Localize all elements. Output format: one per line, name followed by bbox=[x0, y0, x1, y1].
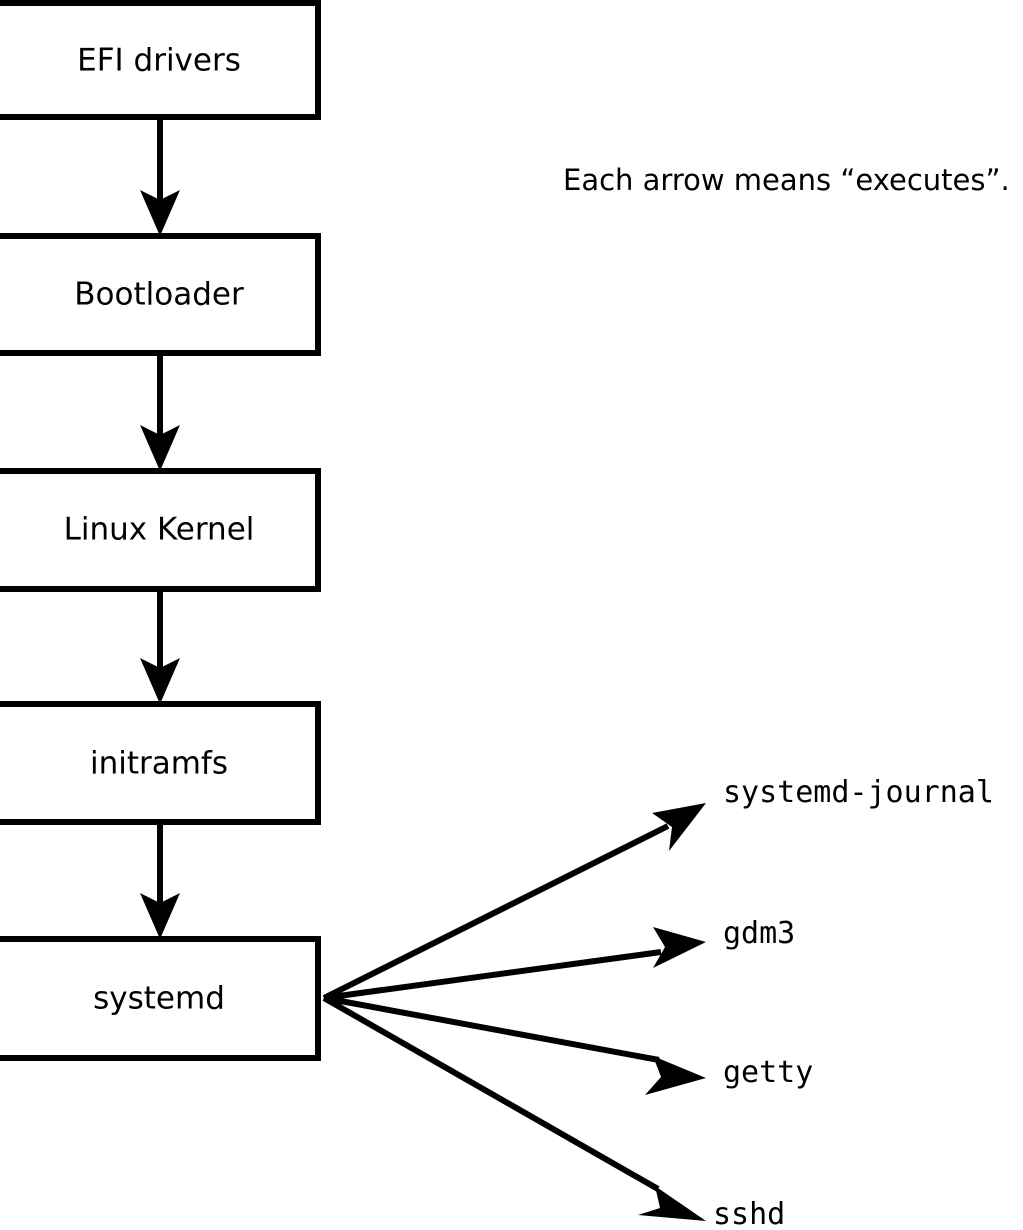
service-arrow-gdm3 bbox=[323, 927, 706, 1001]
arrow-shaft bbox=[323, 949, 662, 1001]
arrow-head-icon bbox=[140, 658, 180, 704]
box-label-bootloader: Bootloader bbox=[74, 277, 244, 313]
arrow-shaft bbox=[322, 995, 660, 1192]
arrow-head-icon bbox=[140, 190, 180, 236]
diagram-caption: Each arrow means “executes”. bbox=[563, 163, 1010, 197]
boot-chain-boxes: EFI drivers Bootloader Linux Kernel init… bbox=[0, 0, 321, 1061]
service-arrow-systemd-journal bbox=[322, 803, 706, 1001]
box-linux-kernel[interactable]: Linux Kernel bbox=[0, 468, 321, 592]
service-label-systemd-journal: systemd-journal bbox=[723, 775, 994, 810]
service-label-gdm3: gdm3 bbox=[723, 916, 795, 951]
box-label-linux-kernel: Linux Kernel bbox=[64, 512, 255, 548]
box-outline bbox=[0, 936, 321, 1061]
service-arrow-getty bbox=[323, 995, 706, 1095]
service-label-getty: getty bbox=[723, 1055, 813, 1090]
chain-arrow-group bbox=[140, 117, 180, 939]
box-bootloader[interactable]: Bootloader bbox=[0, 233, 321, 356]
chain-arrow-initramfs-to-systemd bbox=[140, 822, 180, 939]
box-label-systemd: systemd bbox=[93, 981, 225, 1017]
arrow-head-icon bbox=[140, 893, 180, 939]
arrow-shaft bbox=[323, 995, 660, 1063]
arrow-head-icon bbox=[653, 927, 706, 968]
service-arrow-group bbox=[322, 803, 706, 1221]
service-labels: systemd-journal gdm3 getty sshd bbox=[713, 775, 994, 1230]
box-outline bbox=[0, 0, 321, 120]
arrow-shaft bbox=[322, 823, 670, 1001]
box-systemd[interactable]: systemd bbox=[0, 936, 321, 1061]
chain-arrow-kernel-to-initramfs bbox=[140, 589, 180, 704]
chain-arrow-bootloader-to-kernel bbox=[140, 353, 180, 471]
arrow-head-icon bbox=[645, 1056, 706, 1095]
box-label-efi-drivers: EFI drivers bbox=[77, 43, 241, 79]
box-outline bbox=[0, 701, 321, 825]
service-arrow-sshd bbox=[322, 995, 706, 1221]
box-label-initramfs: initramfs bbox=[90, 746, 228, 782]
arrow-head-icon bbox=[638, 1186, 706, 1221]
service-label-sshd: sshd bbox=[713, 1197, 785, 1230]
box-efi-drivers[interactable]: EFI drivers bbox=[0, 0, 321, 120]
box-outline bbox=[0, 468, 321, 592]
box-outline bbox=[0, 233, 321, 356]
arrow-head-icon bbox=[652, 803, 706, 851]
chain-arrow-efi-to-bootloader bbox=[140, 117, 180, 236]
box-initramfs[interactable]: initramfs bbox=[0, 701, 321, 825]
arrow-head-icon bbox=[140, 425, 180, 471]
